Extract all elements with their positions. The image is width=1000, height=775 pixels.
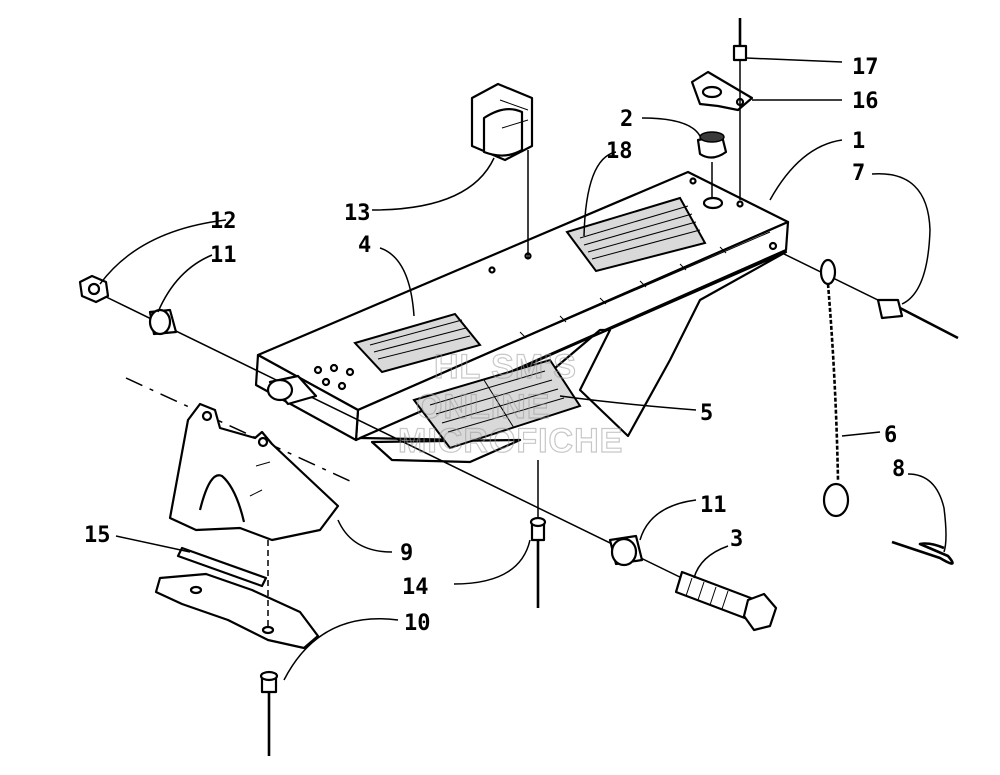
decal-4 <box>353 312 482 374</box>
callout-1: 1 <box>852 129 865 154</box>
callout-13: 13 <box>344 201 371 226</box>
watermark-line2: ONLINE <box>416 388 550 426</box>
rivet-10 <box>259 670 279 756</box>
callout-labels: 1 2 3 4 5 6 7 8 9 10 11 11 12 13 14 15 1… <box>84 55 905 636</box>
callout-9: 9 <box>400 541 413 566</box>
rivet-17 <box>732 18 748 200</box>
strap-15 <box>176 546 268 588</box>
callout-2: 2 <box>620 107 633 132</box>
floor-panel <box>154 572 320 650</box>
callout-14: 14 <box>402 575 429 600</box>
decal-18 <box>565 196 707 273</box>
spacer-tube <box>266 374 318 406</box>
callout-8: 8 <box>892 457 905 482</box>
callout-17: 17 <box>852 55 879 80</box>
clip-13 <box>470 82 534 162</box>
leader-lines <box>99 57 947 681</box>
plate-16 <box>690 70 754 112</box>
decal-5 <box>412 358 582 450</box>
callout-15: 15 <box>84 523 111 548</box>
callout-6: 6 <box>884 423 897 448</box>
watermark-line1: HL SM'S <box>434 348 577 386</box>
callout-16: 16 <box>852 89 879 114</box>
rivet-14 <box>529 516 547 608</box>
callout-4: 4 <box>358 233 371 258</box>
callout-5: 5 <box>700 401 713 426</box>
callout-11-right: 11 <box>700 493 727 518</box>
callout-11-left: 11 <box>210 243 237 268</box>
callout-12: 12 <box>210 209 237 234</box>
spacer-11-right <box>608 534 644 567</box>
callout-3: 3 <box>730 527 743 552</box>
bumper-2 <box>696 131 728 159</box>
callout-10: 10 <box>404 611 431 636</box>
callout-7: 7 <box>852 161 865 186</box>
callout-18: 18 <box>606 139 633 164</box>
hair-pin-8 <box>891 540 954 565</box>
spacer-11-left <box>148 308 178 336</box>
watermark: HL SM'S ONLINE MICROFICHE <box>397 347 623 460</box>
stand-9 <box>168 402 340 542</box>
bolt-3 <box>674 570 778 632</box>
watermark-line3: MICROFICHE <box>398 422 623 460</box>
pin-7 <box>819 258 959 340</box>
cable-6 <box>822 283 850 518</box>
